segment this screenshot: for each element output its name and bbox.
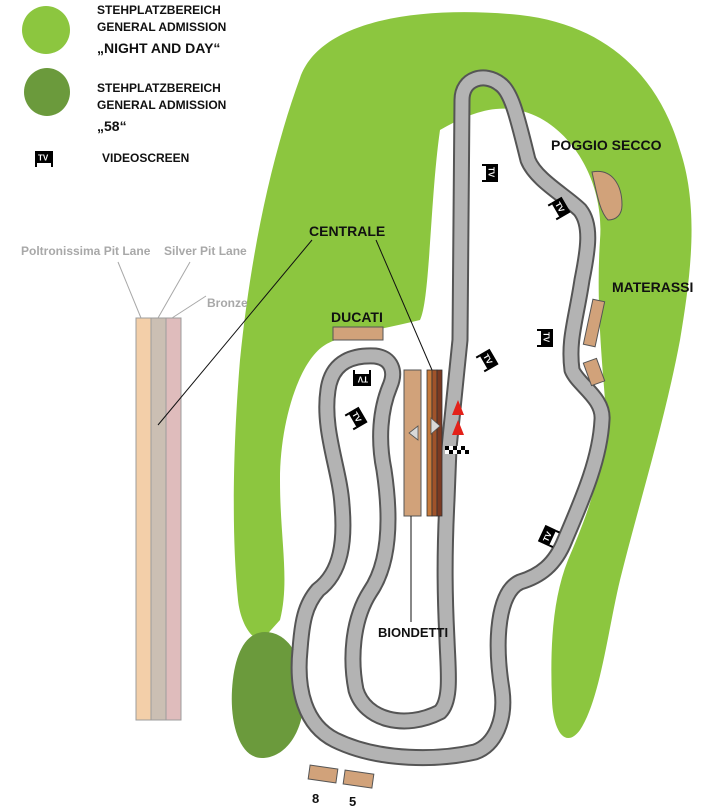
race-direction-arrow	[452, 420, 464, 435]
legend-swatch-night-and-day	[22, 6, 70, 54]
poggio-secco-label: POGGIO SECCO	[551, 137, 662, 153]
bronze-pit-lane-strip[interactable]	[165, 317, 182, 721]
ducati-label: DUCATI	[331, 309, 383, 325]
biondetti-label: BIONDETTI	[378, 625, 448, 640]
centrale-grandstand-strip[interactable]	[426, 369, 433, 517]
legend-videoscreen-label: VIDEOSCREEN	[102, 151, 189, 165]
biondetti-grandstand[interactable]	[403, 369, 422, 517]
bronze-leader-line	[171, 295, 207, 319]
videoscreen-icon[interactable]: TV	[537, 329, 553, 347]
materassi-grandstand-upper[interactable]	[582, 298, 606, 348]
general-admission-58-area[interactable]	[231, 632, 305, 758]
centrale-leader-to-grandstand	[375, 239, 433, 371]
legend-night-and-day-line3: „NIGHT AND DAY“	[97, 40, 220, 56]
pit-lane-strips	[135, 317, 182, 721]
svg-text:TV: TV	[542, 332, 551, 343]
videoscreen-icon[interactable]: TV	[537, 524, 560, 548]
poltronissima-pit-lane-strip[interactable]	[135, 317, 152, 721]
svg-text:TV: TV	[541, 530, 554, 544]
legend-58-line1: STEHPLATZBEREICH	[97, 81, 221, 95]
general-admission-night-and-day-area[interactable]	[233, 12, 692, 739]
videoscreen-icon[interactable]: TV	[353, 370, 371, 386]
grandstand-8-label: 8	[312, 791, 319, 806]
start-finish-line	[445, 446, 469, 454]
race-direction-arrow	[452, 400, 464, 415]
videoscreen-icon[interactable]: TV	[482, 164, 498, 182]
centrale-grandstand-strip[interactable]	[431, 369, 438, 517]
grandstand-5-label: 5	[349, 794, 356, 809]
map-legend: STEHPLATZBEREICH GENERAL ADMISSION „NIGH…	[22, 3, 226, 167]
centrale-grandstand-strip[interactable]	[436, 369, 443, 517]
poltronissima-leader-line	[117, 261, 142, 319]
centrale-direction-marker	[430, 417, 441, 435]
silver-leader-line	[157, 261, 191, 319]
silver-pit-lane-strip[interactable]	[150, 317, 167, 721]
silver-pit-lane-label: Silver Pit Lane	[164, 244, 247, 258]
videoscreen-icon[interactable]: TV	[475, 348, 499, 373]
legend-58-line3: „58“	[97, 118, 127, 134]
grandstand-5[interactable]	[342, 769, 375, 789]
materassi-grandstand-lower[interactable]	[582, 357, 606, 387]
legend-night-and-day-line1: STEHPLATZBEREICH	[97, 3, 221, 17]
svg-text:TV: TV	[38, 154, 49, 163]
grandstand-8[interactable]	[307, 764, 339, 784]
poltronissima-pit-lane-label: Poltronissima Pit Lane	[21, 244, 151, 258]
track-surface	[292, 71, 609, 765]
legend-58-line2: GENERAL ADMISSION	[97, 98, 226, 112]
poggio-secco-grandstand[interactable]	[591, 170, 623, 221]
materassi-label: MATERASSI	[612, 279, 693, 295]
svg-text:TV: TV	[357, 375, 368, 384]
race-track	[290, 69, 611, 767]
centrale-leader-to-pit-lane	[157, 239, 313, 426]
videoscreen-icon[interactable]: TV	[547, 196, 571, 221]
legend-swatch-58	[24, 68, 70, 116]
centrale-label: CENTRALE	[309, 223, 385, 239]
legend-night-and-day-line2: GENERAL ADMISSION	[97, 20, 226, 34]
biondetti-direction-marker	[408, 425, 419, 441]
svg-text:TV: TV	[487, 167, 496, 178]
videoscreen-icon[interactable]: TV	[344, 406, 368, 431]
bronze-label: Bronze	[207, 296, 248, 310]
ducati-grandstand[interactable]	[332, 326, 384, 341]
legend-tv-icon: TV	[35, 151, 53, 167]
